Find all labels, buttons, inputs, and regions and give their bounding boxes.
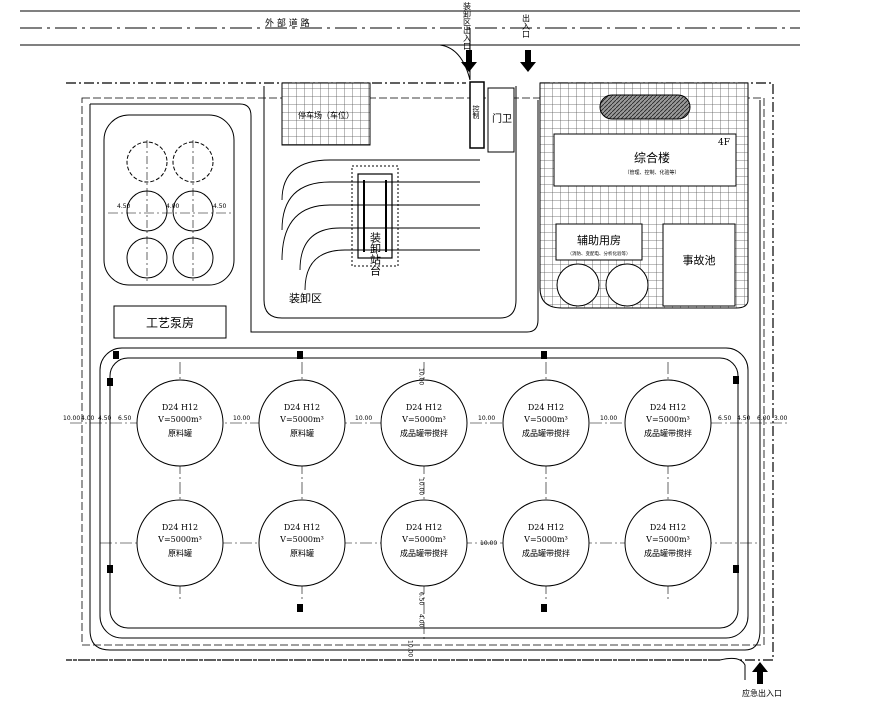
tank-volume: V=5000m³ (645, 415, 690, 424)
tank-spec: D24 H12 (406, 523, 442, 532)
parking-area (281, 82, 371, 146)
main-tank-farm: D24 H12 V=5000m³ 原料罐 D24 H12 V=5000m³ 原料… (136, 379, 712, 587)
loading-zone (281, 159, 480, 291)
tank-volume: V=5000m³ (279, 415, 324, 424)
parking-label: 停车场（车位） (298, 110, 354, 120)
dim-label: 10.00 (418, 478, 425, 495)
external-road (20, 10, 800, 81)
dim-label: 4.50 (737, 415, 751, 422)
tank-volume: V=5000m³ (401, 415, 446, 424)
aux-building (555, 223, 643, 261)
tank-name: 原料罐 (168, 548, 192, 558)
tank: D24 H12 V=5000m³ 原料罐 (258, 499, 346, 587)
loading-platform-label: 装卸站台 (369, 232, 382, 276)
dim-label: 6.50 (718, 415, 732, 422)
tank-spec: D24 H12 (162, 523, 198, 532)
tank-spec: D24 H12 (284, 403, 320, 412)
dim-label: 10.00 (418, 368, 425, 385)
tank-name: 成品罐带搅拌 (644, 548, 692, 558)
emergency-road (719, 657, 746, 680)
dim-label: 10.00 (233, 415, 250, 422)
fire-water-tank (556, 263, 600, 307)
dim-label: 6.50 (418, 592, 425, 606)
pump-house (113, 305, 227, 339)
logistics-entrance-arrow (461, 50, 477, 72)
tank-name: 原料罐 (168, 428, 192, 438)
dim-label: 3.00 (774, 415, 788, 422)
office-building (553, 133, 737, 187)
dim-label: 10.00 (63, 415, 80, 422)
dim-col-2: 4.00 (166, 203, 180, 210)
control-booth (469, 81, 485, 149)
gatehouse-label: 门卫 (492, 112, 512, 125)
small-tank-farm: 4.50 4.00 4.50 (103, 114, 235, 286)
accident-pool-label: 事故池 (683, 253, 716, 267)
tank: D24 H12 V=5000m³ 原料罐 (136, 379, 224, 467)
office-floors: 4F (718, 138, 730, 148)
dim-label: 6.00 (757, 415, 771, 422)
tank-name: 成品罐带搅拌 (400, 428, 448, 438)
tank-name: 原料罐 (290, 548, 314, 558)
tank-spec: D24 H12 (650, 403, 686, 412)
tank: D24 H12 V=5000m³ 成品罐带搅拌 (502, 499, 590, 587)
dim-label: 10.00 (355, 415, 372, 422)
main-entrance-arrow (520, 50, 536, 72)
gatehouse (487, 87, 515, 153)
dim-label: 4.00 (418, 614, 425, 628)
tank-spec: D24 H12 (406, 403, 442, 412)
tank: D24 H12 V=5000m³ 成品罐带搅拌 (380, 379, 468, 467)
office-label: 综合楼 (634, 150, 670, 165)
tank-spec: D24 H12 (528, 403, 564, 412)
dimension-labels: 10.00 4.00 4.50 6.50 10.00 10.00 10.00 1… (63, 368, 788, 657)
tank-volume: V=5000m³ (157, 535, 202, 544)
aux-sub: （消防、变配电、分析化验等） (568, 250, 631, 257)
tank-name: 成品罐带搅拌 (522, 548, 570, 558)
dim-label: 10.00 (480, 540, 497, 547)
loading-zone-label: 装卸区 (289, 291, 322, 305)
tank-name: 原料罐 (290, 428, 314, 438)
tank: D24 H12 V=5000m³ 原料罐 (258, 379, 346, 467)
tank-volume: V=5000m³ (401, 535, 446, 544)
pump-house-label: 工艺泵房 (146, 315, 194, 330)
tank-name: 成品罐带搅拌 (522, 428, 570, 438)
control-label: 控制 (472, 104, 480, 120)
dim-label: 4.50 (98, 415, 112, 422)
dim-col-4: 4.50 (213, 203, 227, 210)
dim-label: 6.50 (118, 415, 132, 422)
tank-spec: D24 H12 (162, 403, 198, 412)
tank-volume: V=5000m³ (523, 415, 568, 424)
firewall-markers (107, 351, 739, 612)
tank-spec: D24 H12 (284, 523, 320, 532)
tank-volume: V=5000m³ (157, 415, 202, 424)
tank: D24 H12 V=5000m³ 成品罐带搅拌 (380, 499, 468, 587)
tank: D24 H12 V=5000m³ 成品罐带搅拌 (624, 379, 712, 467)
emergency-entrance-label: 应急出入口 (742, 688, 782, 698)
logistics-entrance-label: 装卸区出入口 (463, 1, 472, 50)
tank: D24 H12 V=5000m³ 成品罐带搅拌 (624, 499, 712, 587)
tank: D24 H12 V=5000m³ 原料罐 (136, 499, 224, 587)
tank-volume: V=5000m³ (645, 535, 690, 544)
tank-name: 成品罐带搅拌 (400, 548, 448, 558)
accident-pool (662, 223, 736, 307)
dim-label: 10.00 (478, 415, 495, 422)
office-sub: （管理、控制、化验等） (624, 169, 679, 176)
tank-spec: D24 H12 (650, 523, 686, 532)
green-space (599, 94, 691, 120)
dim-label: 4.00 (81, 415, 95, 422)
main-entrance-label: 出入口 (522, 13, 531, 38)
dim-col-1: 4.50 (117, 203, 131, 210)
aux-label: 辅助用房 (577, 233, 621, 247)
tank: D24 H12 V=5000m³ 成品罐带搅拌 (502, 379, 590, 467)
tank-spec: D24 H12 (528, 523, 564, 532)
dim-label: 10.00 (407, 640, 414, 657)
dim-label: 10.00 (600, 415, 617, 422)
road-label: 外 部 道 路 (265, 17, 310, 29)
tank-volume: V=5000m³ (279, 535, 324, 544)
tank-name: 成品罐带搅拌 (644, 428, 692, 438)
emergency-entrance-arrow (752, 662, 768, 684)
fire-water-tank (605, 263, 649, 307)
tank-volume: V=5000m³ (523, 535, 568, 544)
